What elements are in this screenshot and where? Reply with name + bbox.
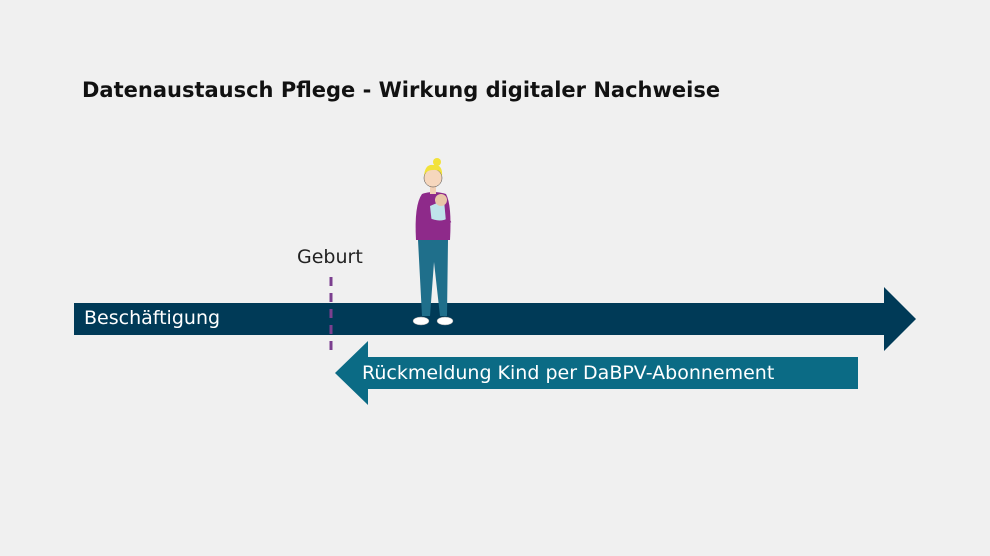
employment-arrow xyxy=(74,287,916,351)
legs xyxy=(418,240,448,316)
birth-marker-label: Geburt xyxy=(297,246,363,268)
hair xyxy=(424,164,443,176)
feedback-arrow-label: Rückmeldung Kind per DaBPV-Abonnement xyxy=(362,362,775,384)
feedback-arrow xyxy=(335,341,858,405)
arm xyxy=(426,217,452,226)
right-shoe xyxy=(436,316,454,326)
baby-head xyxy=(435,194,447,206)
neck xyxy=(430,186,436,194)
hair-bun xyxy=(433,158,441,166)
mother-with-baby-figure xyxy=(412,158,454,326)
left-shoe xyxy=(412,316,430,326)
diagram-title: Datenaustausch Pflege - Wirkung digitale… xyxy=(82,78,721,102)
employment-arrow-label: Beschäftigung xyxy=(84,307,221,329)
baby-body xyxy=(430,200,446,224)
